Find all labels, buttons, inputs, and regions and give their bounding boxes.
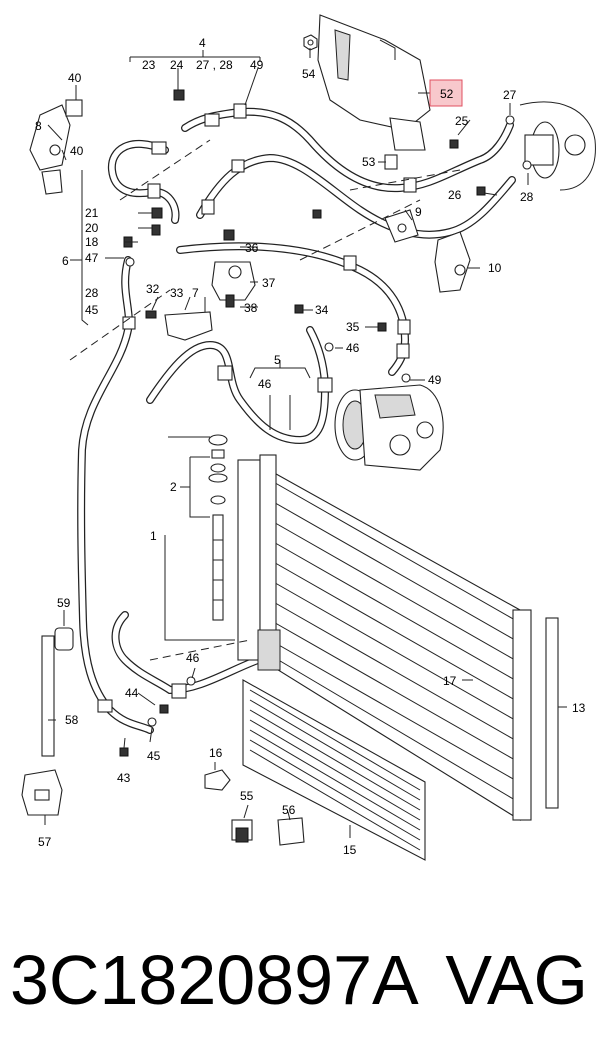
callout-40-top: 40 [68, 71, 82, 85]
clamp-37 [211, 261, 256, 301]
pressure-switch-55 [231, 819, 253, 843]
brand-label: VAG [445, 941, 588, 1019]
callout-5: 5 [274, 353, 281, 367]
bolts [119, 89, 532, 757]
hose-to-compressor [176, 242, 411, 376]
callout-labels: 4 23 24 27 , 28 49 40 8 40 21 20 18 6 47… [35, 36, 586, 857]
callout-7: 7 [192, 286, 199, 300]
callout-24: 24 [170, 58, 184, 72]
callout-58: 58 [65, 713, 79, 727]
callout-34: 34 [315, 303, 329, 317]
callout-49-top: 49 [250, 58, 264, 72]
bracket-9 [384, 209, 419, 243]
clip-53 [384, 154, 398, 170]
callout-2: 2 [170, 480, 177, 494]
callout-9: 9 [415, 205, 422, 219]
callout-43: 43 [117, 771, 131, 785]
callout-13: 13 [572, 701, 586, 715]
heat-shield [317, 14, 431, 151]
callout-15: 15 [343, 843, 357, 857]
callout-57: 57 [38, 835, 52, 849]
callout-27-28: 27 , 28 [196, 58, 233, 72]
callout-23: 23 [142, 58, 156, 72]
callout-1: 1 [150, 529, 157, 543]
callout-4: 4 [199, 36, 206, 50]
callout-28-right: 28 [520, 190, 534, 204]
callout-36: 36 [245, 241, 259, 255]
callout-10: 10 [488, 261, 502, 275]
expansion-valve [519, 101, 596, 191]
callout-49-right: 49 [428, 373, 442, 387]
hose-lower [111, 611, 262, 699]
condenser [237, 454, 532, 821]
callout-52: 52 [440, 87, 454, 101]
callout-32: 32 [146, 282, 160, 296]
callout-44: 44 [125, 686, 139, 700]
clamp-33 [164, 311, 213, 341]
callout-28-left: 28 [85, 286, 99, 300]
leader-lines [44, 48, 567, 838]
callout-38: 38 [244, 301, 258, 315]
part-number: 3C1820897A [10, 941, 419, 1019]
callout-56: 56 [282, 803, 296, 817]
hose-upper-49 [181, 103, 514, 193]
hose-upper-28 [196, 153, 516, 239]
callout-17: 17 [443, 674, 457, 688]
parts-diagram: 4 23 24 27 , 28 49 40 8 40 21 20 18 6 47… [21, 14, 596, 861]
callout-54: 54 [302, 67, 316, 81]
bracket-8 [29, 99, 83, 195]
callout-47: 47 [85, 251, 99, 265]
callout-46-mid: 46 [346, 341, 360, 355]
bracket-57 [21, 769, 63, 816]
condenser-insert-15 [242, 679, 426, 861]
hose-left-long [77, 256, 154, 734]
ac-compressor [334, 384, 444, 471]
rubber-mount-59 [54, 627, 74, 651]
seal-strip-13 [545, 617, 559, 809]
callout-46-low: 46 [186, 651, 200, 665]
callout-18: 18 [85, 235, 99, 249]
highlight-box-52 [429, 79, 463, 107]
nut-54 [303, 34, 318, 51]
callout-27: 27 [503, 88, 517, 102]
callout-53: 53 [362, 155, 376, 169]
callout-55: 55 [240, 789, 254, 803]
callout-21: 21 [85, 206, 99, 220]
callout-20: 20 [85, 221, 99, 235]
seal-strip-58 [41, 635, 55, 757]
callout-37: 37 [262, 276, 276, 290]
callout-33: 33 [170, 286, 184, 300]
callout-46-hose5: 46 [258, 377, 272, 391]
bracket-10 [434, 231, 471, 293]
callout-16: 16 [209, 746, 223, 760]
hose-loop-left [107, 139, 180, 224]
callout-40-mid: 40 [70, 144, 84, 158]
callout-25: 25 [455, 114, 469, 128]
callout-8: 8 [35, 119, 42, 133]
reference-lines [69, 139, 461, 661]
bracket-56 [277, 817, 305, 846]
clip-16 [204, 769, 231, 791]
callout-35: 35 [346, 320, 360, 334]
receiver-dryer [208, 434, 228, 621]
hose-part-5 [146, 326, 333, 445]
callout-59: 59 [57, 596, 71, 610]
callout-6: 6 [62, 254, 69, 268]
callout-26: 26 [448, 188, 462, 202]
callout-45-left: 45 [85, 303, 99, 317]
callout-45-low: 45 [147, 749, 161, 763]
footer: 3C1820897A VAG [0, 935, 600, 1025]
